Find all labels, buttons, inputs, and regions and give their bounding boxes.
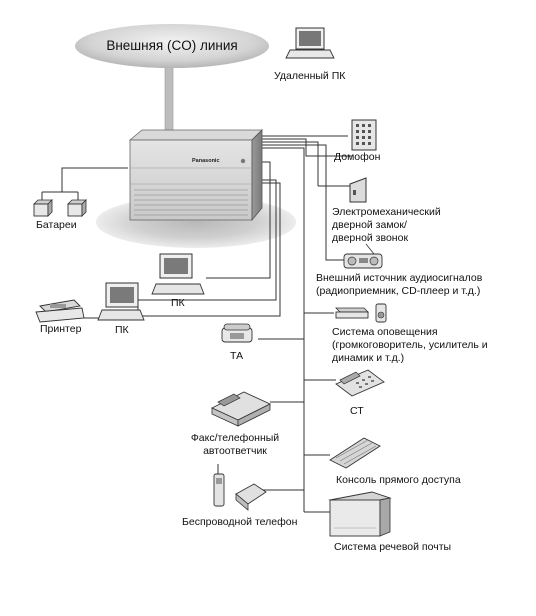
- remote-pc-icon: [285, 27, 335, 59]
- printer-icon: [35, 299, 85, 323]
- paging-icon: [335, 303, 387, 323]
- pc-lower-icon: [97, 282, 145, 321]
- pc-upper-label: ПК: [171, 297, 185, 309]
- batteries-label: Батареи: [36, 219, 77, 231]
- ct-icon: [335, 369, 385, 397]
- ta-label: ТА: [230, 350, 244, 362]
- co-line: [75, 24, 269, 137]
- door-lock-label: Электромеханический дверной замок/ дверн…: [332, 206, 441, 244]
- co-line-ellipse: [75, 24, 269, 68]
- cordless-phone-label: Беспроводной телефон: [182, 516, 298, 528]
- connection-lines: [41, 135, 352, 513]
- dss-console-icon: [329, 437, 381, 469]
- doorphone-label: Домофон: [334, 151, 381, 163]
- fax-label: Факс/телефонный автоответчик: [190, 432, 280, 457]
- batteries-icon: [33, 199, 87, 217]
- paging-label: Система оповещения (громкоговоритель, ус…: [332, 326, 488, 364]
- pbx-brand-label: Panasonic: [192, 158, 220, 164]
- voicemail-label: Система речевой почты: [334, 541, 452, 553]
- ta-icon: [221, 323, 253, 343]
- fax-icon: [210, 391, 272, 427]
- doorphone-icon: [351, 119, 377, 151]
- pbx-unit: [128, 129, 263, 222]
- co-line-label: Внешняя (CO) линия: [106, 38, 238, 53]
- remote-pc-label: Удаленный ПК: [274, 70, 346, 82]
- voicemail-icon: [328, 491, 392, 537]
- co-line-pole: [164, 57, 174, 137]
- dss-console-label: Консоль прямого доступа: [336, 474, 461, 486]
- ct-label: СТ: [350, 405, 364, 417]
- cordless-phone-icon: [213, 464, 267, 511]
- pc-upper-icon: [151, 253, 205, 295]
- door-lock-icon: [349, 177, 367, 203]
- audio-source-icon: [343, 243, 383, 269]
- pc-lower-label: ПК: [115, 324, 129, 336]
- audio-source-label: Внешний источник аудиосигналов (радиопри…: [316, 272, 483, 297]
- printer-label: Принтер: [40, 323, 82, 335]
